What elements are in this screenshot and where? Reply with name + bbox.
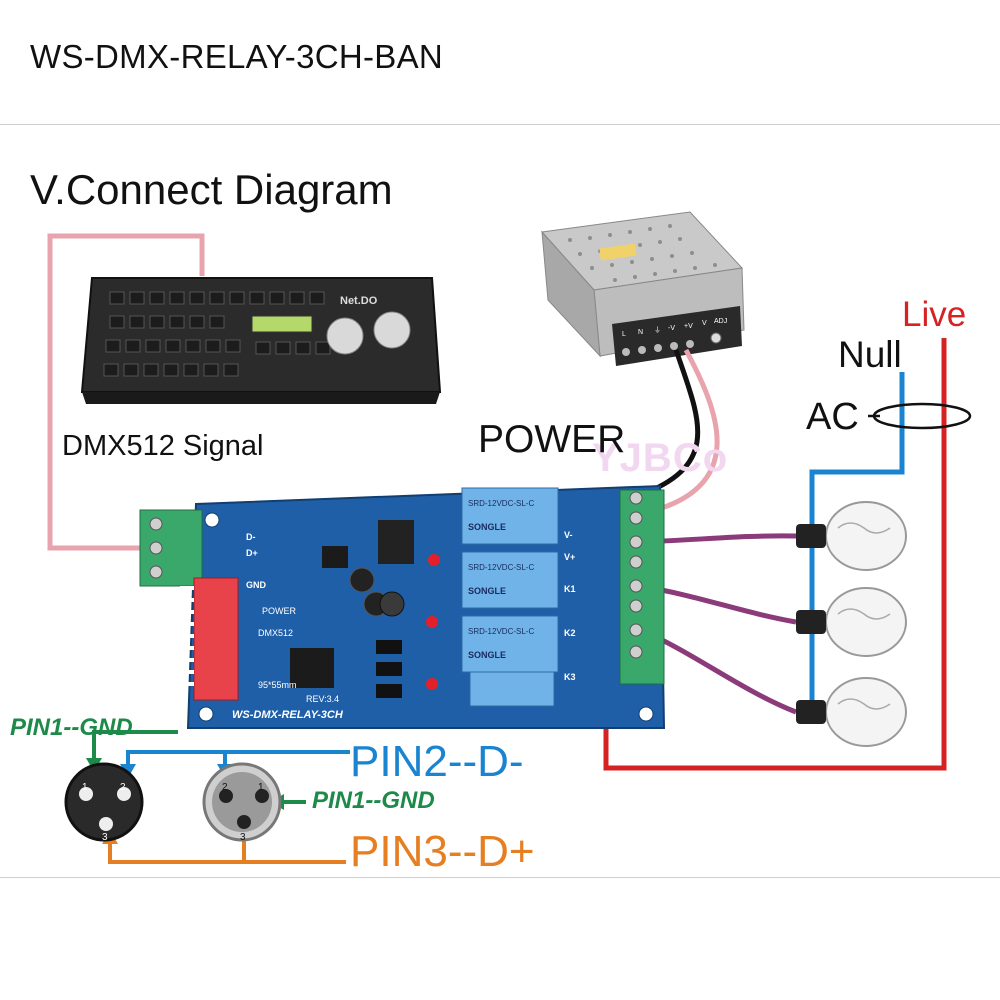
relay-4-body	[469, 671, 555, 707]
relay-board: D- D+ GND POWER DMX512 WS-DMX-RELAY-3CH …	[139, 484, 666, 729]
psu-adj-knob	[710, 332, 722, 344]
svg-text:SONGLE: SONGLE	[468, 522, 506, 532]
board-label-k3: K3	[564, 672, 576, 682]
psu-label-sticker	[599, 243, 637, 261]
watermark: YJBCo	[592, 436, 729, 480]
xlr-female-connector: 2 1 3	[202, 762, 282, 843]
live-label: Live	[902, 295, 967, 334]
svg-text:SRD-12VDC-SL-C: SRD-12VDC-SL-C	[468, 627, 534, 636]
board-rev: REV:3.4	[306, 694, 339, 704]
svg-text:2: 2	[120, 782, 126, 793]
svg-text:3: 3	[240, 832, 246, 843]
psu-terminal-neg-v: -V	[668, 325, 675, 332]
relay-1: SRD-12VDC-SL-C SONGLE	[461, 487, 559, 545]
power-label: POWER	[478, 418, 626, 461]
pin1-gnd-label-right: PIN1--GND	[312, 787, 435, 814]
mcu-chip	[290, 648, 334, 688]
product-title: WS-DMX-RELAY-3CH-BAN	[30, 38, 444, 75]
svg-text:SONGLE: SONGLE	[468, 586, 506, 596]
relay-2: SRD-12VDC-SL-C SONGLE	[461, 551, 559, 609]
pin1-gnd-label-left: PIN1--GND	[10, 714, 133, 741]
psu-terminal-earth: ⏚	[654, 326, 661, 334]
dmx-console: Net.DO	[80, 277, 442, 404]
pin3-wire	[108, 838, 346, 864]
psu-terminal-v: V	[702, 320, 707, 327]
svg-text:1: 1	[258, 782, 264, 793]
pin3-label: PIN3--D+	[350, 827, 535, 876]
driver-chip	[322, 546, 348, 568]
board-label-d-minus: D-	[246, 532, 256, 542]
light-bulb-3	[796, 677, 907, 747]
inductor	[379, 591, 405, 617]
board-label-v-plus: V+	[564, 552, 575, 562]
psu-terminal-n: N	[638, 329, 643, 336]
console-jog-wheel-right	[373, 311, 411, 349]
power-supply: L N ⏚ -V +V V ADJ	[540, 211, 745, 366]
svg-text:SRD-12VDC-SL-C: SRD-12VDC-SL-C	[468, 499, 534, 508]
board-label-gnd: GND	[246, 580, 267, 590]
power-wire-negative	[637, 349, 701, 499]
xlr-male-connector: 1 2 3	[64, 762, 144, 843]
board-label-d-plus: D+	[246, 548, 258, 558]
dmx-input-terminal	[139, 509, 203, 587]
board-model: WS-DMX-RELAY-3CH	[232, 709, 344, 721]
pin1-wire	[92, 730, 178, 760]
capacitor-1	[349, 567, 375, 593]
dmx-signal-wire	[47, 233, 205, 551]
power-wire-positive	[639, 348, 720, 517]
psu-terminal-adj: ADJ	[714, 318, 727, 325]
relay-3: SRD-12VDC-SL-C SONGLE	[461, 615, 559, 673]
null-label: Null	[838, 334, 902, 375]
pin2-wire	[126, 750, 350, 766]
console-brand: Net.DO	[340, 295, 378, 307]
light-bulb-2	[796, 587, 907, 657]
board-size: 95*55mm	[258, 680, 297, 690]
board-led-power-label: POWER	[262, 606, 297, 616]
light-bulb-1	[796, 501, 907, 571]
null-wire	[809, 372, 905, 720]
regulator-chip	[378, 520, 414, 564]
ac-label: AC	[806, 396, 859, 438]
console-jog-wheel-left	[326, 317, 364, 355]
svg-text:SRD-12VDC-SL-C: SRD-12VDC-SL-C	[468, 563, 534, 572]
svg-text:1: 1	[82, 782, 88, 793]
psu-terminal-l: L	[622, 331, 626, 338]
board-label-k2: K2	[564, 628, 576, 638]
svg-text:2: 2	[222, 782, 228, 793]
dmx-signal-label: DMX512 Signal	[62, 430, 264, 462]
console-lcd	[251, 315, 313, 333]
pin2-label: PIN2--D-	[350, 737, 524, 786]
psu-terminal-pos-v: +V	[684, 323, 693, 330]
ac-cable-ring	[872, 402, 972, 430]
board-label-k1: K1	[564, 584, 576, 594]
diagram-panel	[0, 124, 1000, 878]
board-label-v-minus: V-	[564, 530, 573, 540]
diagram-title: V.Connect Diagram	[30, 166, 393, 213]
svg-text:3: 3	[102, 832, 108, 843]
board-led-dmx-label: DMX512	[258, 628, 293, 638]
svg-text:SONGLE: SONGLE	[468, 650, 506, 660]
dip-switch[interactable]	[193, 577, 239, 701]
